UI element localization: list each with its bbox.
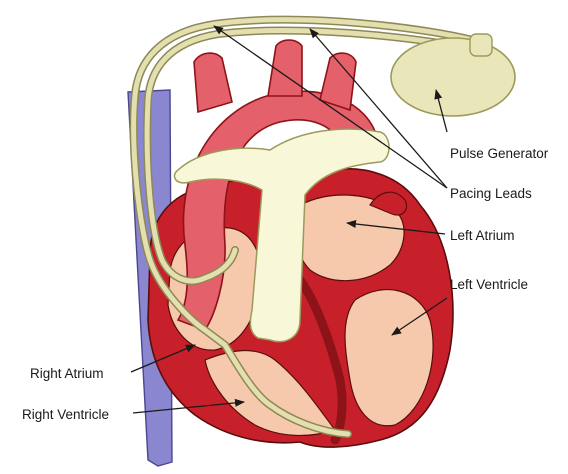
aortic-branch-1 [194,53,232,112]
label-right-ventricle: Right Ventricle [22,407,109,422]
label-left-atrium: Left Atrium [450,228,515,243]
label-left-ventricle: Left Ventricle [450,277,528,292]
label-pacing-leads: Pacing Leads [450,186,532,201]
label-pulse-generator: Pulse Generator [450,146,549,161]
label-right-atrium: Right Atrium [30,366,104,381]
generator-header [470,34,492,56]
aortic-branch-2 [268,40,302,96]
pulse-generator [391,38,515,116]
